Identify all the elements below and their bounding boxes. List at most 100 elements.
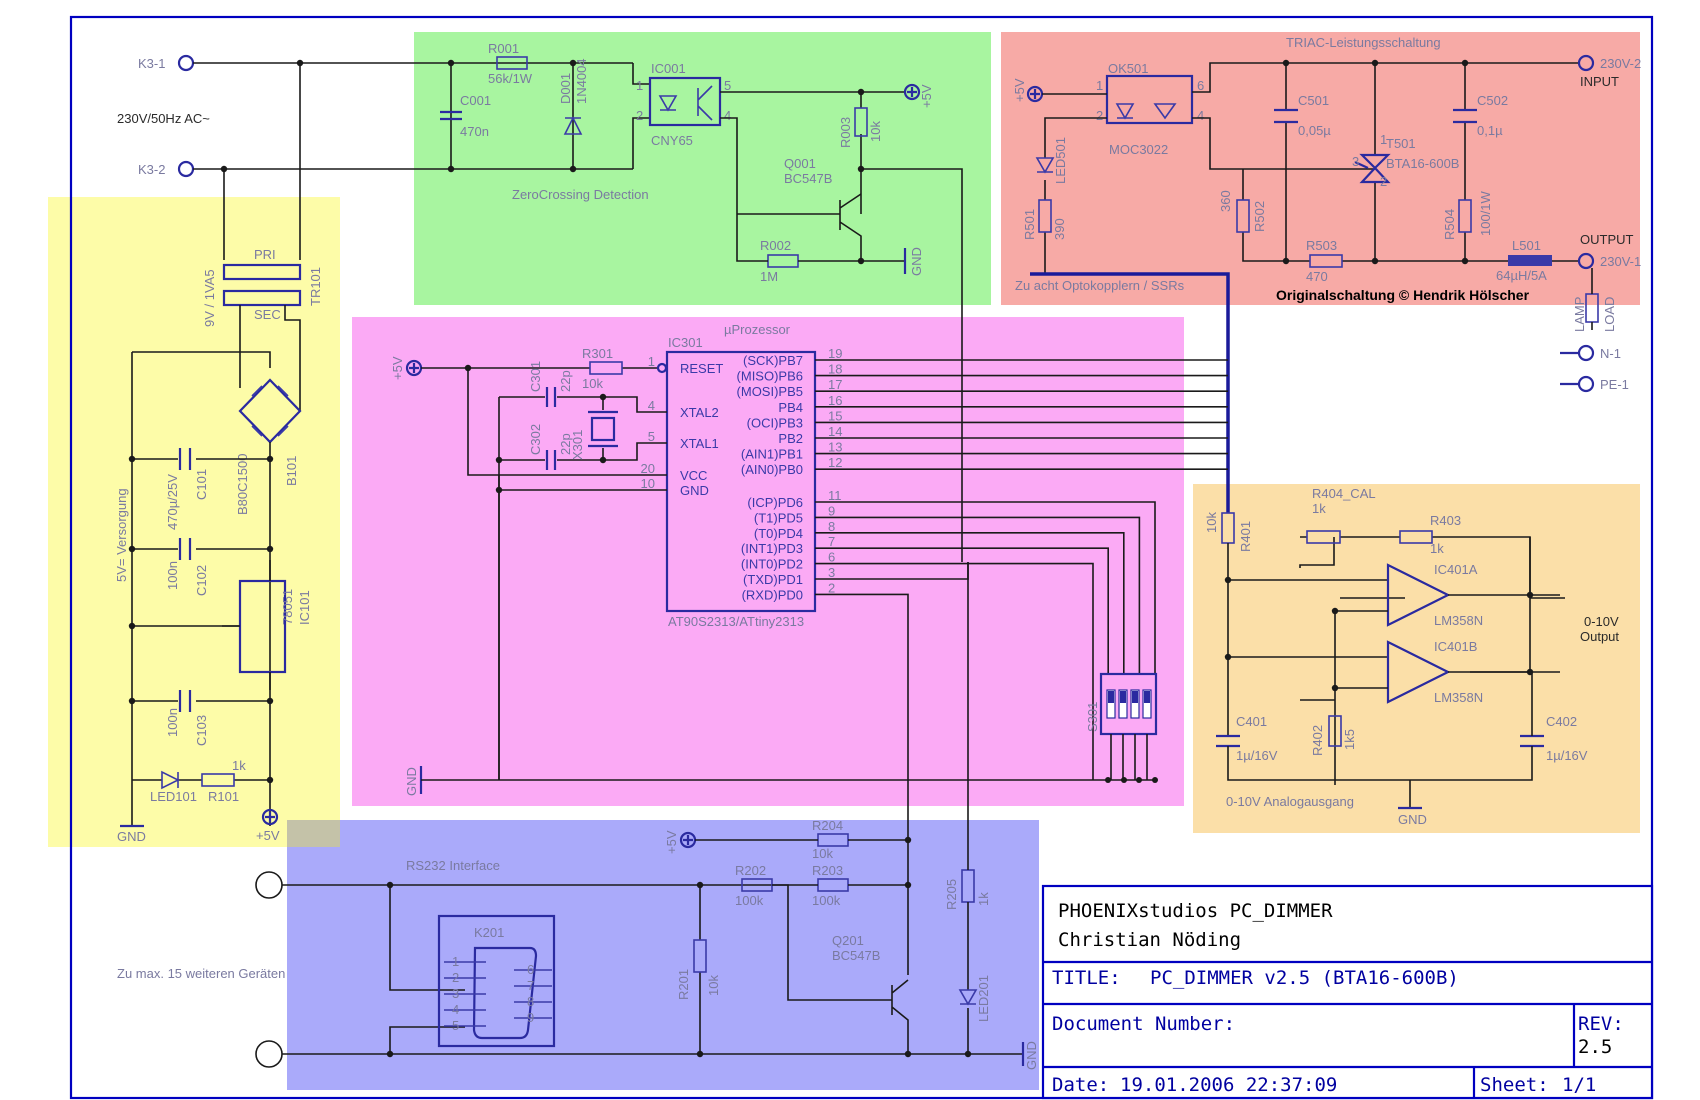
r204-value: 10k — [812, 846, 833, 861]
ic001-value: CNY65 — [651, 133, 693, 148]
svg-text:GND: GND — [909, 247, 924, 276]
terminal-pe-1[interactable] — [1577, 375, 1595, 393]
mcu-pin-label: (INT1)PD3 — [741, 541, 803, 556]
svg-text:LOAD: LOAD — [1602, 297, 1617, 332]
mcu-pin-number: 19 — [828, 346, 842, 361]
processor-title: µProzessor — [724, 322, 791, 337]
mcu-pin-number: 10 — [641, 476, 655, 491]
rs232-region — [287, 820, 1039, 1090]
c103-label: C103 — [194, 715, 209, 746]
db9-pin-number: 6 — [527, 962, 534, 977]
r202-value: 100k — [735, 893, 764, 908]
r404-value: 1k — [1312, 501, 1326, 516]
title-value: PC_DIMMER v2.5 (BTA16-600B) — [1150, 967, 1459, 989]
dip-switch[interactable] — [1142, 689, 1152, 719]
mcu-pin-label: (INT0)PD2 — [741, 557, 803, 572]
r301-value: 10k — [582, 376, 603, 391]
mcu-pin-label: RESET — [680, 361, 723, 376]
c301-value: 22p — [558, 370, 573, 392]
mcu-pin-wire — [815, 593, 909, 840]
l501-value: 64µH/5A — [1496, 268, 1547, 283]
sheet-value: 1/1 — [1562, 1074, 1596, 1096]
mcu-pin-wire — [815, 547, 1109, 674]
c302-value: 22p — [558, 433, 573, 455]
mcu-pin-label: PB4 — [778, 400, 803, 415]
svg-text:1: 1 — [1380, 132, 1387, 147]
svg-text:+5V: +5V — [664, 830, 679, 854]
dip-switch[interactable] — [1106, 689, 1116, 719]
date-value: 19.01.2006 22:37:09 — [1120, 1074, 1337, 1096]
t501-symbol — [1354, 153, 1391, 184]
rs232-terminal-bottom[interactable] — [255, 1040, 283, 1068]
ok501-label: OK501 — [1108, 61, 1148, 76]
mcu-pin-wire — [815, 516, 1141, 674]
terminal-230v-2[interactable] — [1577, 54, 1595, 72]
r503-label: R503 — [1306, 238, 1337, 253]
r101-value: 1k — [232, 758, 246, 773]
zc-wires — [450, 63, 650, 169]
r001-label: R001 — [488, 41, 519, 56]
mcu-pin-label: (MOSI)PB5 — [737, 384, 803, 399]
r501-symbol — [1038, 199, 1052, 233]
ic001-label: IC001 — [651, 61, 686, 76]
c101-value: 470µ/25V — [165, 474, 180, 530]
terminal-k3-1[interactable] — [177, 54, 195, 72]
svg-text:0-10V: 0-10V — [1584, 614, 1619, 629]
t501-value: BTA16-600B — [1386, 156, 1459, 171]
svg-text:2: 2 — [1096, 108, 1103, 123]
ic401a-label: IC401A — [1434, 562, 1478, 577]
zero-crossing-title: ZeroCrossing Detection — [512, 187, 649, 202]
q201-value: BC547B — [832, 948, 880, 963]
rs232-terminal-top[interactable] — [255, 871, 283, 899]
s301-label: S301 — [1085, 702, 1100, 732]
terminal-k3-2[interactable] — [177, 160, 195, 178]
terminal-230v-1[interactable] — [1577, 252, 1595, 270]
r403-symbol — [1399, 530, 1433, 544]
processor-region — [352, 317, 1184, 806]
mcu-pin-label: (MISO)PB6 — [737, 369, 803, 384]
q001-label: Q001 — [784, 156, 816, 171]
analog-title: 0-10V Analogausgang — [1226, 794, 1354, 809]
db9-pin-number: 9 — [527, 1010, 534, 1025]
k201-connector[interactable] — [472, 946, 538, 1040]
mcu-pin-number: 13 — [828, 440, 842, 455]
dip-switch[interactable] — [1118, 689, 1128, 719]
k3-1-label: K3-1 — [138, 56, 165, 71]
data-bus — [1030, 272, 1230, 476]
c401-label: C401 — [1236, 714, 1267, 729]
c401-value: 1µ/16V — [1236, 748, 1278, 763]
r205-label: R205 — [944, 879, 959, 910]
mcu-pin-wire — [815, 562, 1094, 780]
r401-label: R401 — [1238, 521, 1253, 552]
r101-symbol — [201, 773, 235, 787]
db9-pin-number: 1 — [452, 954, 459, 969]
svg-text:GND: GND — [117, 829, 146, 844]
terminal-n-1[interactable] — [1577, 344, 1595, 362]
dip-switch[interactable] — [1130, 689, 1140, 719]
c001-value: 470n — [460, 124, 489, 139]
db9-pin-number: 8 — [527, 994, 534, 1009]
r003-value: 10k — [868, 121, 883, 142]
mcu-pin-number: 15 — [828, 408, 842, 423]
mcu-pin-number: 8 — [828, 519, 835, 534]
r504-value: 100/1W — [1478, 190, 1493, 236]
s301-symbol[interactable] — [1099, 672, 1158, 736]
d001-value: 1N4004 — [574, 58, 589, 104]
r205-value: 1k — [976, 892, 991, 906]
sheet-label: Sheet: — [1480, 1074, 1549, 1096]
c001-symbol — [440, 110, 462, 121]
r502-value: 360 — [1218, 190, 1233, 212]
r504-label: R504 — [1442, 209, 1457, 240]
led101-symbol — [161, 770, 180, 790]
d001-label: D001 — [558, 73, 573, 104]
q001-value: BC547B — [784, 171, 832, 186]
r504-symbol — [1458, 199, 1472, 233]
ic101-value: 78051 — [280, 589, 295, 625]
svg-text:N-1: N-1 — [1600, 346, 1621, 361]
title-label: TITLE: — [1052, 967, 1121, 989]
svg-text:4: 4 — [724, 108, 731, 123]
svg-text:Output: Output — [1580, 629, 1619, 644]
k3-2-label: K3-2 — [138, 162, 165, 177]
mcu-pin-label: (T0)PD4 — [754, 526, 803, 541]
